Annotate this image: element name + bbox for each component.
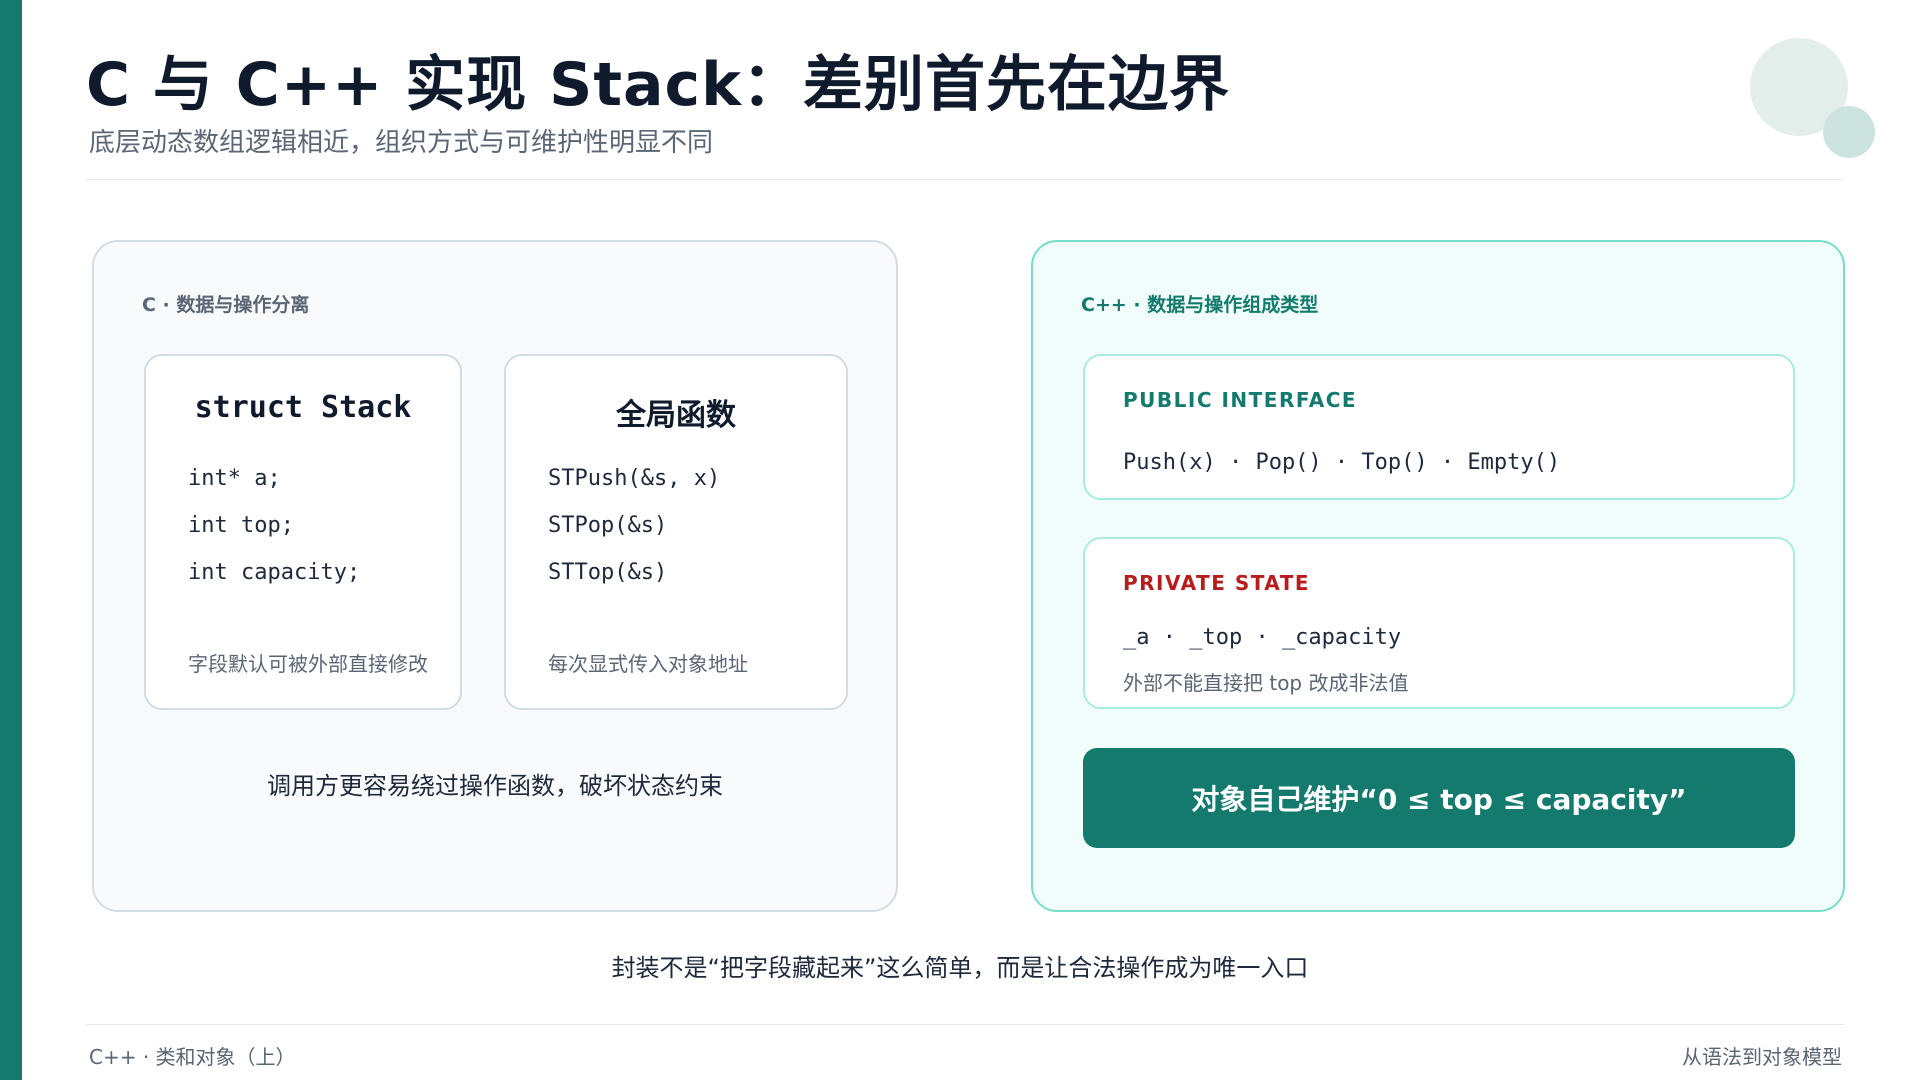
c-panel: C · 数据与操作分离 struct Stack int* a; int top… (92, 240, 898, 912)
struct-field-capacity: int capacity; (188, 560, 361, 585)
public-interface-card: PUBLIC INTERFACE Push(x) · Pop() · Top()… (1083, 354, 1795, 500)
functions-card-note: 每次显式传入对象地址 (548, 652, 748, 676)
private-state-note: 外部不能直接把 top 改成非法值 (1123, 671, 1409, 695)
struct-stack-heading: struct Stack (194, 390, 412, 425)
header-divider (86, 179, 1844, 180)
public-interface-methods: Push(x) · Pop() · Top() · Empty() (1123, 450, 1561, 475)
c-panel-bottom-note: 调用方更容易绕过操作函数，破坏状态约束 (267, 772, 723, 800)
func-sttop: STTop(&s) (548, 560, 668, 585)
global-functions-heading: 全局函数 (616, 398, 736, 433)
page-title: C 与 C++ 实现 Stack：差别首先在边界 (86, 50, 1231, 120)
func-stpush: STPush(&s, x) (548, 466, 721, 491)
footer-section-title: 从语法到对象模型 (1682, 1045, 1842, 1069)
private-state-label: PRIVATE STATE (1123, 571, 1311, 595)
func-stpop: STPop(&s) (548, 513, 668, 538)
struct-field-top: int top; (188, 513, 294, 538)
struct-card-note: 字段默认可被外部直接修改 (188, 652, 428, 676)
conclusion-text: 封装不是“把字段藏起来”这么简单，而是让合法操作成为唯一入口 (611, 954, 1309, 982)
private-state-card: PRIVATE STATE _a · _top · _capacity 外部不能… (1083, 537, 1795, 709)
invariant-banner: 对象自己维护“0 ≤ top ≤ capacity” (1083, 748, 1795, 848)
struct-stack-card: struct Stack int* a; int top; int capaci… (144, 354, 462, 710)
struct-field-a: int* a; (188, 466, 281, 491)
page-subtitle: 底层动态数组逻辑相近，组织方式与可维护性明显不同 (89, 128, 714, 158)
global-functions-card: 全局函数 STPush(&s, x) STPop(&s) STTop(&s) 每… (504, 354, 848, 710)
cpp-panel: C++ · 数据与操作组成类型 PUBLIC INTERFACE Push(x)… (1031, 240, 1845, 912)
private-state-fields: _a · _top · _capacity (1123, 625, 1402, 650)
cpp-panel-label: C++ · 数据与操作组成类型 (1081, 294, 1319, 316)
left-accent-bar (0, 0, 22, 1080)
public-interface-label: PUBLIC INTERFACE (1123, 388, 1358, 412)
footer-course-title: C++ · 类和对象（上） (89, 1045, 296, 1069)
footer-divider (86, 1024, 1844, 1025)
decorative-circle-small (1823, 106, 1875, 158)
c-panel-label: C · 数据与操作分离 (142, 294, 310, 316)
